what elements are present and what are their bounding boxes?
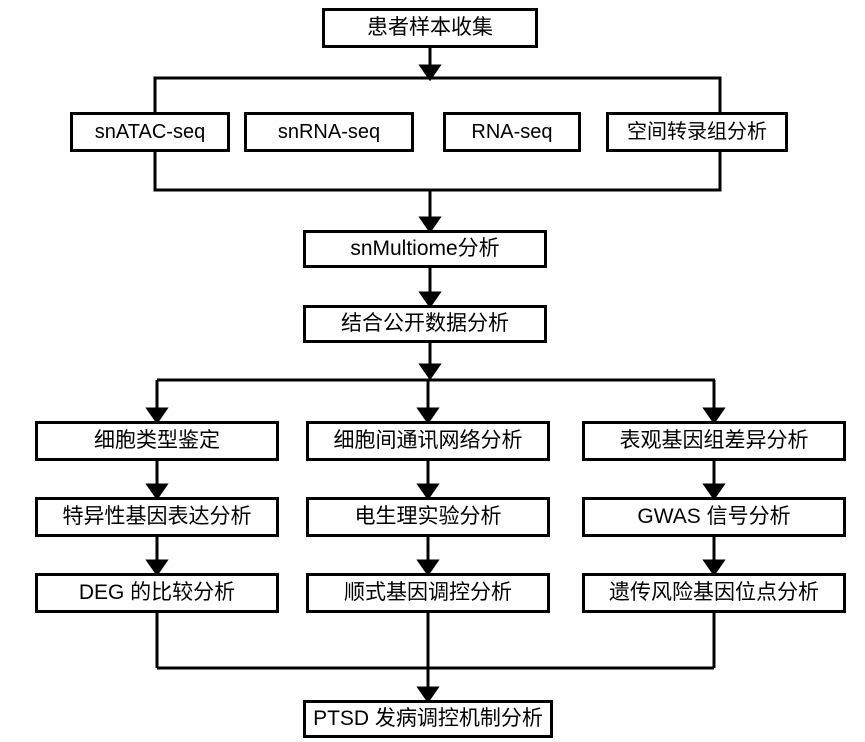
node-label: snRNA-seq <box>277 121 381 143</box>
node-sample-collection[interactable]: 患者样本收集 <box>322 8 538 48</box>
node-deg-comparison[interactable]: DEG 的比较分析 <box>35 573 279 613</box>
node-snatac-seq[interactable]: snATAC-seq <box>70 112 230 152</box>
node-snmultiome[interactable]: snMultiome分析 <box>303 230 547 268</box>
node-label: 细胞间通讯网络分析 <box>333 429 523 453</box>
node-electrophysiology[interactable]: 电生理实验分析 <box>306 497 550 537</box>
node-public-data[interactable]: 结合公开数据分析 <box>303 305 547 343</box>
node-label: 电生理实验分析 <box>354 505 502 529</box>
node-label: 遗传风险基因位点分析 <box>609 581 819 605</box>
node-label: snMultiome分析 <box>350 237 500 261</box>
node-rna-seq[interactable]: RNA-seq <box>443 112 581 152</box>
node-cis-regulation[interactable]: 顺式基因调控分析 <box>306 573 550 613</box>
node-label: RNA-seq <box>471 121 553 143</box>
node-label: GWAS 信号分析 <box>637 505 791 529</box>
node-genetic-risk-loci[interactable]: 遗传风险基因位点分析 <box>582 573 846 613</box>
node-cell-type-identification[interactable]: 细胞类型鉴定 <box>35 421 279 461</box>
node-label: snATAC-seq <box>94 121 206 143</box>
node-label: 患者样本收集 <box>367 16 493 40</box>
node-label: 表观基因组差异分析 <box>619 429 809 453</box>
node-cell-communication-network[interactable]: 细胞间通讯网络分析 <box>306 421 550 461</box>
node-label: 空间转录组分析 <box>627 121 767 143</box>
node-epigenome-difference[interactable]: 表观基因组差异分析 <box>582 421 846 461</box>
node-label: 细胞类型鉴定 <box>94 429 220 453</box>
node-label: DEG 的比较分析 <box>78 581 236 605</box>
node-label: PTSD 发病调控机制分析 <box>313 707 543 731</box>
node-snrna-seq[interactable]: snRNA-seq <box>244 112 414 152</box>
node-gwas-signal[interactable]: GWAS 信号分析 <box>582 497 846 537</box>
node-specific-gene-expression[interactable]: 特异性基因表达分析 <box>35 497 279 537</box>
node-spatial-transcriptomics[interactable]: 空间转录组分析 <box>606 112 788 152</box>
node-label: 顺式基因调控分析 <box>344 581 512 605</box>
node-label: 结合公开数据分析 <box>341 312 509 336</box>
node-label: 特异性基因表达分析 <box>62 505 252 529</box>
node-conclusion[interactable]: PTSD 发病调控机制分析 <box>303 700 553 738</box>
